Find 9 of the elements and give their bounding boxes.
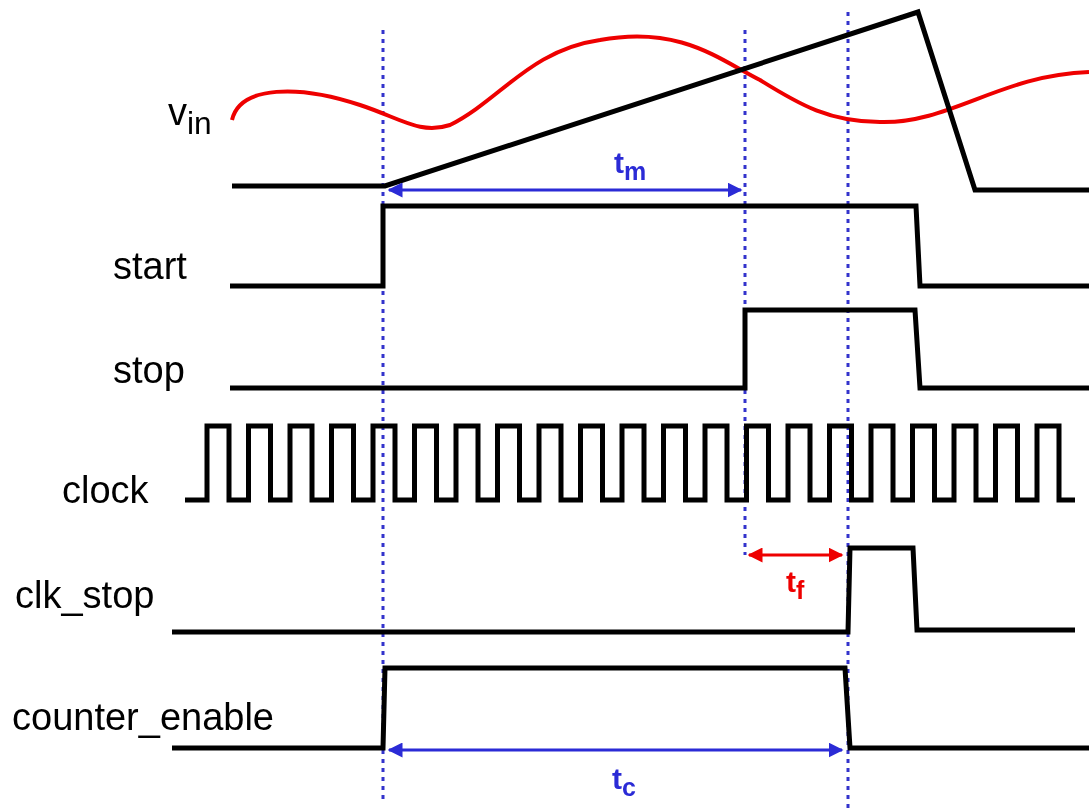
time-label: t$_{m}$: [614, 146, 647, 186]
time-label: t$_{c}$: [612, 762, 636, 802]
signal-label: stop: [113, 350, 185, 392]
time-label: t$_{f}$: [786, 565, 805, 605]
signal-label: clock: [62, 470, 149, 512]
signal-label: v$_{in}$: [168, 92, 212, 141]
signal-label: start: [113, 246, 187, 288]
signal-label: counter_enable: [12, 697, 274, 739]
signal-label: clk_stop: [15, 575, 155, 617]
